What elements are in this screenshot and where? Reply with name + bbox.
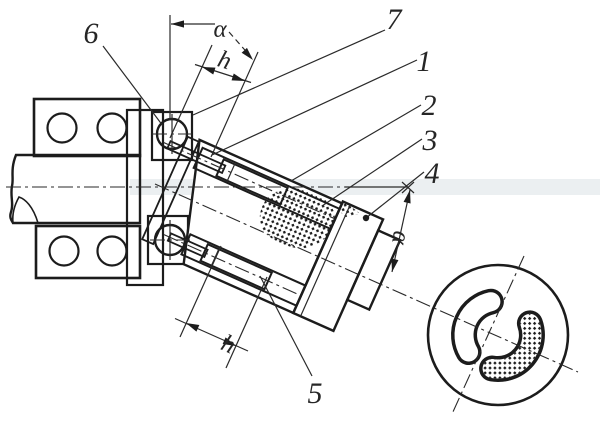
stroke-dimension-h-top: h: [194, 46, 252, 84]
angle-dimension-alpha-top: α: [169, 15, 259, 158]
alpha-dim-label: α: [213, 16, 227, 43]
angle-dimension-alpha-right: α: [386, 189, 415, 273]
leader-line-7: [192, 29, 386, 116]
leader-line-1: [211, 59, 418, 156]
bearing-ball: [48, 235, 80, 267]
label-1: 1: [417, 45, 432, 78]
drive-shaft: [9, 153, 142, 225]
detail-cross-centerline: [451, 255, 525, 415]
leader-line-6: [102, 45, 164, 127]
leader-dot-4: [362, 214, 370, 222]
h-dim-label: h: [214, 46, 234, 76]
drive-flange: [125, 108, 194, 287]
alpha-dim-label: α: [386, 229, 415, 247]
label-5: 5: [308, 377, 323, 410]
label-2: 2: [422, 89, 437, 122]
leader-line-5: [259, 275, 313, 377]
kidney-port-stippled: [479, 310, 545, 382]
leader-line-3: [321, 138, 423, 207]
label-3: 3: [422, 124, 438, 157]
upper-bearing-pair: [32, 97, 142, 158]
leader-lines: [102, 29, 425, 377]
shaft-centerline: [6, 181, 415, 194]
block-centerline: [154, 183, 579, 373]
label-4: 4: [425, 157, 440, 190]
leader-line-4: [365, 171, 425, 219]
leader-line-2: [290, 104, 422, 182]
bearing-ball: [46, 112, 78, 144]
shaft-break-section: [11, 196, 40, 224]
cylinder-block: [141, 135, 402, 333]
lower-bearing-pair: [34, 224, 142, 280]
ball-joint-lower: [150, 220, 190, 260]
label-7: 7: [387, 3, 404, 36]
valve-plate-spigot: [345, 228, 402, 312]
port-detail-circle: [426, 263, 570, 407]
label-6: 6: [84, 17, 99, 50]
kidney-port-plain: [451, 288, 504, 365]
